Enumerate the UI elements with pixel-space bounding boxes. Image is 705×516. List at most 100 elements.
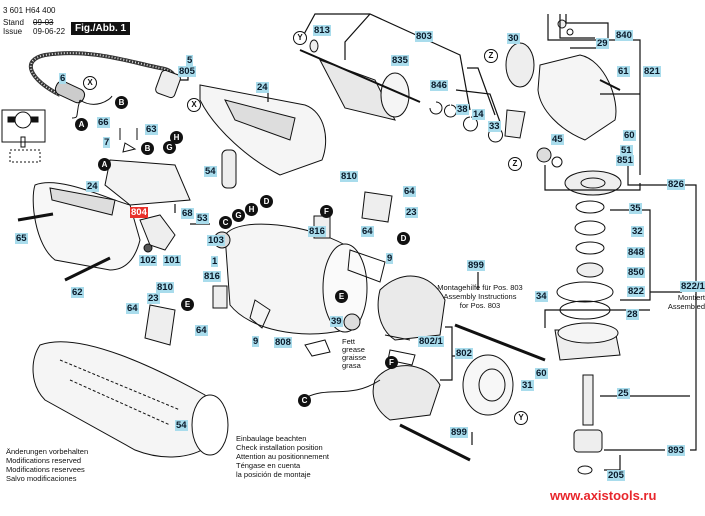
assembly-help-note: Montagehilfe für Pos. 803 Assembly Instr… — [432, 283, 528, 310]
part-label-28[interactable]: 28 — [626, 309, 639, 320]
ref-marker-x: X — [83, 76, 97, 90]
plug — [155, 69, 181, 99]
part-label-68[interactable]: 68 — [181, 208, 194, 219]
part-label-64[interactable]: 64 — [126, 303, 139, 314]
note-line: Assembled — [667, 302, 705, 311]
ref-marker-y: Y — [293, 31, 307, 45]
part-label-804[interactable]: 804 — [130, 207, 148, 218]
part-label-54[interactable]: 54 — [204, 166, 217, 177]
ref-marker-z: Z — [484, 49, 498, 63]
ref-marker-b: B — [141, 142, 154, 155]
ref-marker-y: Y — [514, 411, 528, 425]
part-label-9[interactable]: 9 — [252, 336, 260, 347]
part-label-102[interactable]: 102 — [139, 255, 157, 266]
part-label-821[interactable]: 821 — [643, 66, 661, 77]
part-label-31[interactable]: 31 — [521, 380, 534, 391]
part-label-893[interactable]: 893 — [667, 445, 685, 456]
figure-title: Fig./Abb. 1 — [71, 22, 131, 35]
part-label-851[interactable]: 851 — [616, 155, 634, 166]
note-line: Assembly Instructions — [443, 292, 517, 301]
part-label-64[interactable]: 64 — [403, 186, 416, 197]
part-label-63[interactable]: 63 — [145, 124, 158, 135]
part-label-103[interactable]: 103 — [207, 235, 225, 246]
part-label-24[interactable]: 24 — [86, 181, 99, 192]
ref-marker-h: H — [170, 131, 183, 144]
part-label-816[interactable]: 816 — [203, 271, 221, 282]
part-label-35[interactable]: 35 — [629, 203, 642, 214]
note-line: Fett — [342, 337, 355, 346]
part-label-64[interactable]: 64 — [195, 325, 208, 336]
power-cord — [28, 51, 177, 97]
part-label-33[interactable]: 33 — [488, 121, 501, 132]
part-label-848[interactable]: 848 — [627, 247, 645, 258]
part-label-803[interactable]: 803 — [415, 31, 433, 42]
part-label-822-1[interactable]: 822/1 — [680, 281, 705, 292]
part-label-64[interactable]: 64 — [361, 226, 374, 237]
part-label-846[interactable]: 846 — [430, 80, 448, 91]
part-label-6[interactable]: 6 — [59, 73, 67, 84]
part-label-54[interactable]: 54 — [175, 420, 188, 431]
part-label-810[interactable]: 810 — [340, 171, 358, 182]
part-label-62[interactable]: 62 — [71, 287, 84, 298]
part-label-60[interactable]: 60 — [623, 130, 636, 141]
part-label-24[interactable]: 24 — [256, 82, 269, 93]
part-label-45[interactable]: 45 — [551, 134, 564, 145]
part-label-1[interactable]: 1 — [211, 256, 219, 267]
note-line: Änderungen vorbehalten — [6, 447, 89, 456]
stand-label: Stand — [3, 18, 24, 27]
part-label-805[interactable]: 805 — [178, 66, 196, 77]
ref-marker-d: D — [397, 232, 410, 245]
part-label-34[interactable]: 34 — [535, 291, 548, 302]
part-label-5[interactable]: 5 — [186, 55, 194, 66]
note-line: for Pos. 803 — [459, 301, 501, 310]
part-label-808[interactable]: 808 — [274, 337, 292, 348]
part-label-32[interactable]: 32 — [631, 226, 644, 237]
part-label-53[interactable]: 53 — [196, 213, 209, 224]
part-label-65[interactable]: 65 — [15, 233, 28, 244]
website-link[interactable]: www.axistools.ru — [550, 488, 657, 503]
part-label-802-1[interactable]: 802/1 — [418, 336, 444, 347]
part-label-61[interactable]: 61 — [617, 66, 630, 77]
part-label-39[interactable]: 39 — [330, 316, 343, 327]
spindle — [582, 374, 594, 426]
ref-marker-e: E — [335, 290, 348, 303]
ref-marker-g: G — [163, 141, 176, 154]
bevel-gear — [505, 42, 535, 88]
part-label-7[interactable]: 7 — [103, 137, 111, 148]
part-label-30[interactable]: 30 — [507, 33, 520, 44]
part-label-66[interactable]: 66 — [97, 117, 110, 128]
part-label-899[interactable]: 899 — [467, 260, 485, 271]
ref-marker-g: G — [232, 209, 245, 222]
note-line: Téngase en cuenta — [236, 461, 301, 470]
part-label-850[interactable]: 850 — [627, 267, 645, 278]
part-label-840[interactable]: 840 — [615, 30, 633, 41]
part-label-60[interactable]: 60 — [535, 368, 548, 379]
part-label-802[interactable]: 802 — [455, 348, 473, 359]
part-label-29[interactable]: 29 — [596, 38, 609, 49]
part-label-822[interactable]: 822 — [627, 286, 645, 297]
part-label-101[interactable]: 101 — [163, 255, 181, 266]
note-line: grasa — [342, 361, 361, 370]
part-label-899[interactable]: 899 — [450, 427, 468, 438]
part-label-38[interactable]: 38 — [456, 104, 469, 115]
part-label-826[interactable]: 826 — [667, 179, 685, 190]
modifications-note: Änderungen vorbehalten Modifications res… — [6, 447, 88, 483]
screw-long — [454, 323, 546, 362]
part-label-25[interactable]: 25 — [617, 388, 630, 399]
part-label-813[interactable]: 813 — [313, 25, 331, 36]
part-label-810[interactable]: 810 — [156, 282, 174, 293]
part-label-9[interactable]: 9 — [386, 253, 394, 264]
part-label-51[interactable]: 51 — [620, 145, 633, 156]
ref-marker-z: Z — [508, 157, 522, 171]
part-label-14[interactable]: 14 — [472, 109, 485, 120]
note-line: graisse — [342, 353, 367, 362]
part-label-816[interactable]: 816 — [308, 226, 326, 237]
issue-label: Issue — [3, 27, 23, 36]
part-label-835[interactable]: 835 — [391, 55, 409, 66]
part-label-23[interactable]: 23 — [405, 207, 418, 218]
part-label-23[interactable]: 23 — [147, 293, 160, 304]
part-label-205[interactable]: 205 — [607, 470, 625, 481]
ref-marker-d: D — [260, 195, 273, 208]
note-line: Modifications reserved — [6, 456, 82, 465]
